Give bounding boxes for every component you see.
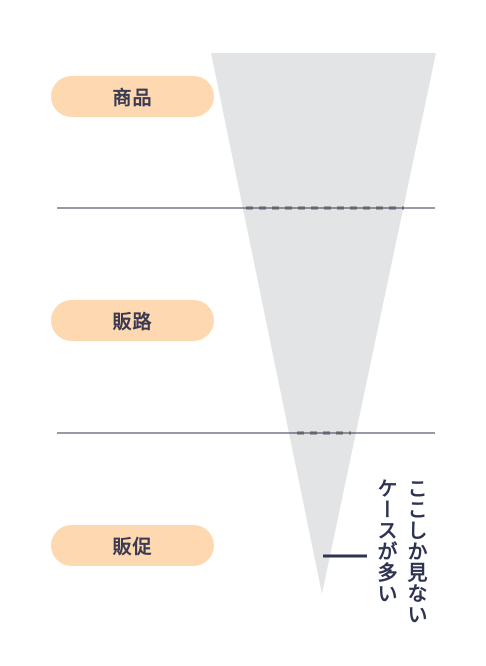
label-pill-promotion: 販促 — [51, 525, 214, 566]
label-pill-promotion-text: 販促 — [112, 536, 153, 558]
label-pill-product-text: 商品 — [112, 87, 153, 109]
label-pill-channel: 販路 — [51, 300, 214, 341]
annotation-line-2: ケースが多い — [374, 478, 398, 604]
inverted-triangle-funnel — [211, 53, 436, 594]
annotation-vertical-text: ここしか見ない ケースが多い — [371, 478, 431, 638]
label-pill-product: 商品 — [51, 76, 214, 117]
label-pill-channel-text: 販路 — [112, 311, 153, 333]
annotation-line-1: ここしか見ない — [404, 478, 428, 625]
